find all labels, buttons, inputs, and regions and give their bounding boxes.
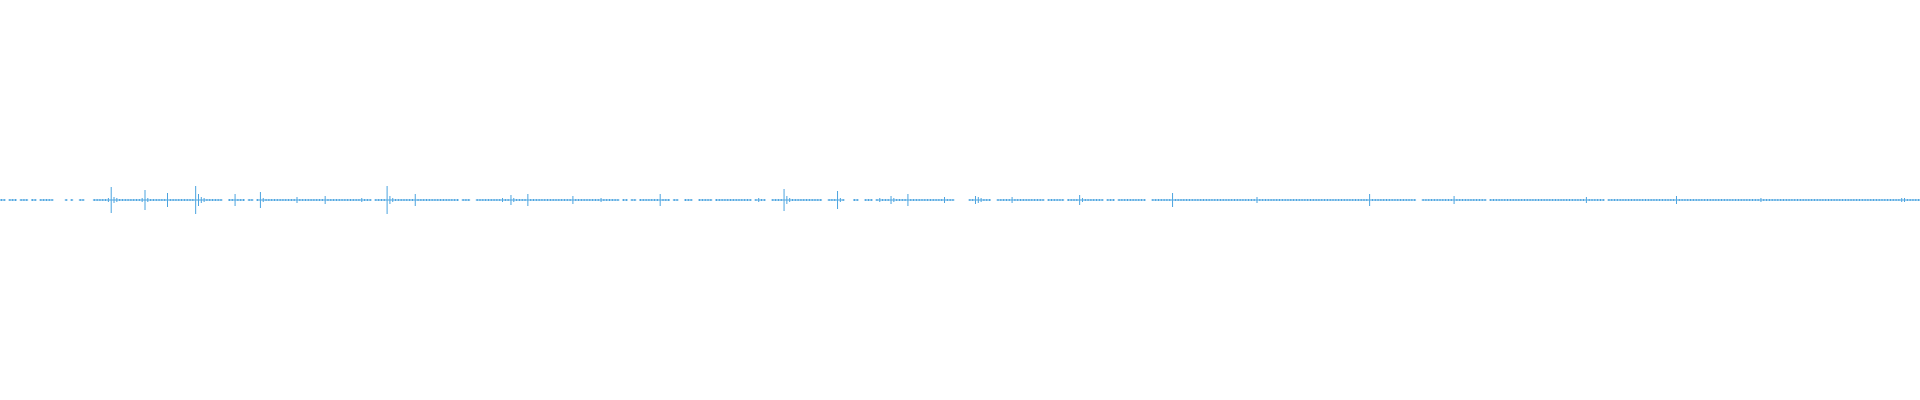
waveform-peaks [0, 186, 1920, 214]
